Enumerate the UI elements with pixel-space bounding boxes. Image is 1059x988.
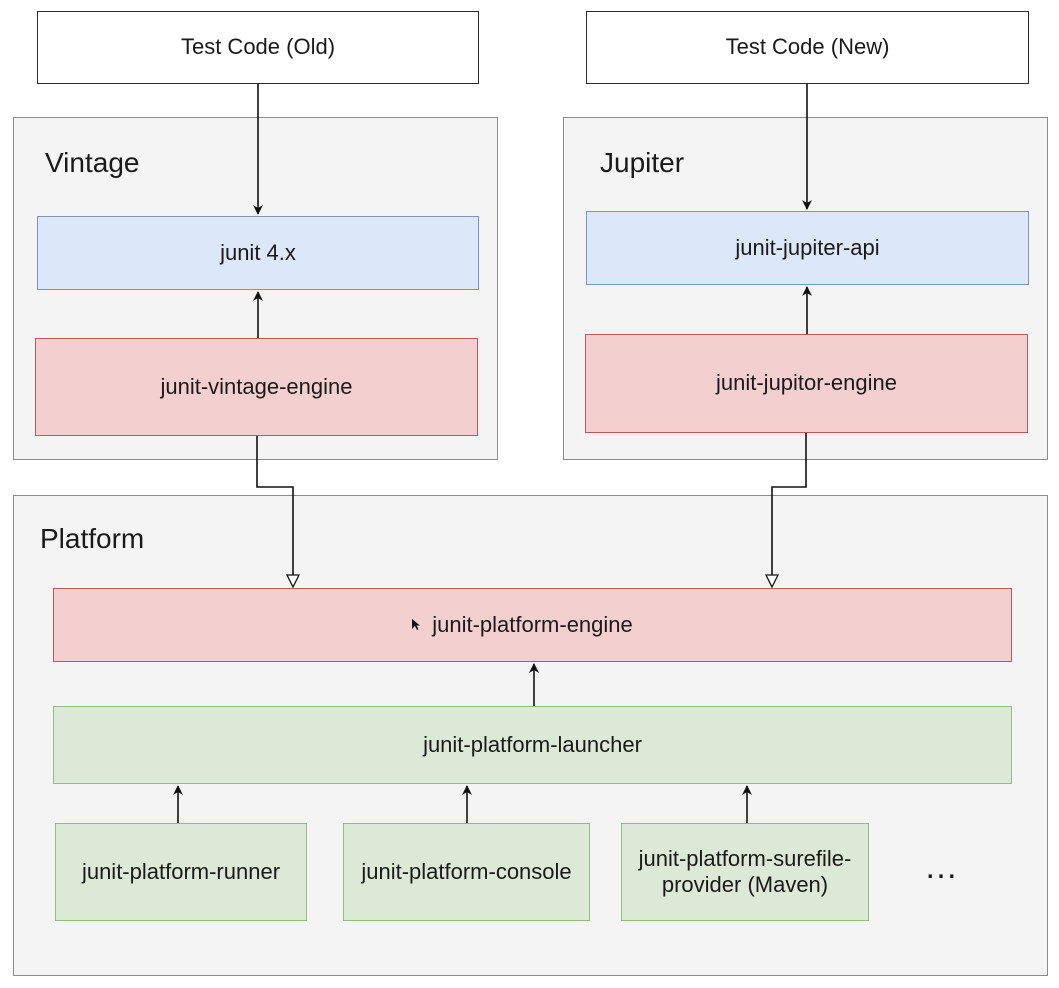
- jupiter-engine-box: junit-jupitor-engine: [585, 334, 1028, 433]
- platform-console-box: junit-platform-console: [343, 823, 590, 921]
- jupiter-title: Jupiter: [600, 147, 685, 178]
- platform-surefire-box: junit-platform-surefile- provider (Maven…: [621, 823, 869, 921]
- junit4-api-box: junit 4.x: [37, 216, 479, 290]
- mouse-cursor-icon: [412, 619, 420, 630]
- platform-engine-box: junit-platform-engine: [53, 588, 1012, 662]
- platform-launcher-box: junit-platform-launcher: [53, 706, 1012, 784]
- test-code-new-box: Test Code (New): [586, 11, 1029, 84]
- jupiter-api-box: junit-jupiter-api: [586, 211, 1029, 285]
- vintage-engine-box: junit-vintage-engine: [35, 338, 478, 436]
- platform-title: Platform: [40, 523, 145, 554]
- more-modules-ellipsis: …: [924, 848, 959, 886]
- vintage-title: Vintage: [45, 147, 140, 178]
- test-code-old-box: Test Code (Old): [37, 11, 479, 84]
- platform-runner-box: junit-platform-runner: [55, 823, 307, 921]
